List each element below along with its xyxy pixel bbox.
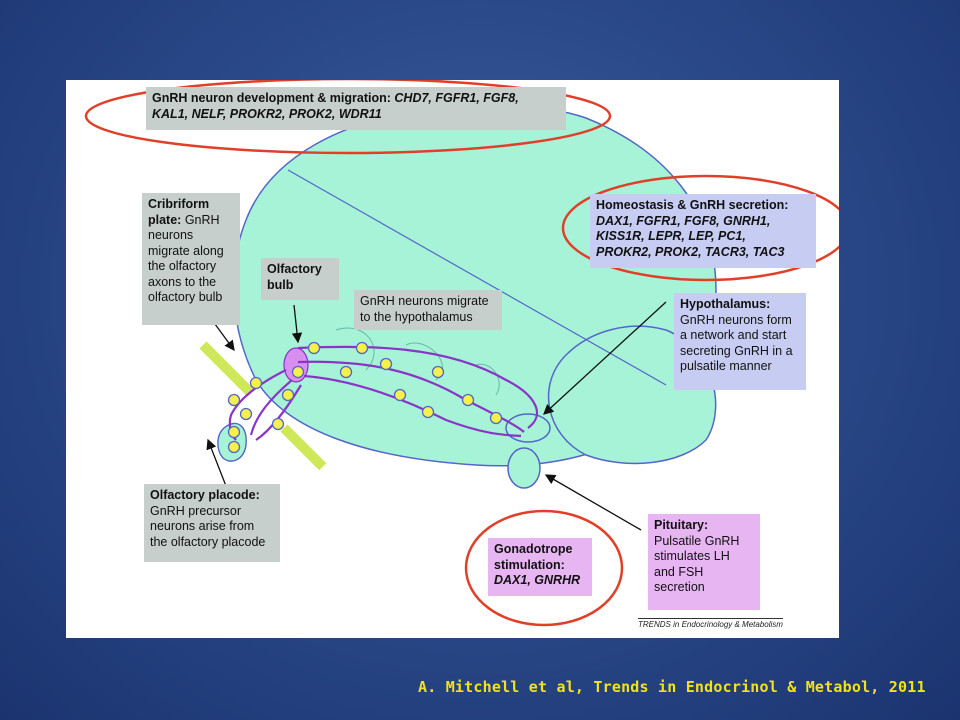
development-genes-line2: KAL1, NELF, PROKR2, PROK2, WDR11	[152, 106, 382, 121]
pituitary-text: Pulsatile GnRH stimulates LH and FSH sec…	[654, 533, 740, 595]
axon-paths	[228, 345, 539, 441]
cribriform-box: Cribriform plate: GnRH neurons migrate a…	[142, 193, 240, 325]
cribriform-bar-lower	[280, 424, 327, 471]
highlight-ring-development	[84, 80, 612, 155]
homeostasis-box: Homeostasis & GnRH secretion: DAX1, FGFR…	[590, 194, 816, 268]
olfactory-placode-box: Olfactory placode: GnRH precursor neuron…	[144, 484, 280, 562]
homeostasis-genes-line2: KISS1R, LEPR, LEP, PC1,	[596, 229, 746, 243]
source-label: TRENDS in Endocrinology & Metabolism	[638, 618, 783, 629]
pituitary-box: Pituitary: Pulsatile GnRH stimulates LH …	[648, 514, 760, 610]
citation-caption: A. Mitchell et al, Trends in Endocrinol …	[418, 678, 926, 696]
figure-panel: GnRH neuron development & migration: CHD…	[66, 80, 839, 638]
hypothalamus-box: Hypothalamus: GnRH neurons form a networ…	[674, 293, 806, 390]
gonadotrope-genes: DAX1, GNRHR	[494, 573, 581, 587]
brain-divider-line	[287, 169, 667, 386]
olfactory-bulb-heading: Olfactory bulb	[267, 262, 322, 292]
pointer-arrows	[206, 301, 667, 531]
cribriform-bar-upper	[199, 341, 255, 397]
gonadotrope-heading: Gonadotrope stimulation:	[494, 542, 573, 572]
homeostasis-heading: Homeostasis & GnRH secretion:	[596, 198, 789, 212]
hypothalamus-heading: Hypothalamus:	[680, 297, 771, 311]
highlight-ring-homeostasis	[561, 174, 839, 282]
olfactory-bulb-box: Olfactory bulb	[261, 258, 339, 300]
development-genes-line1: CHD7, FGFR1, FGF8,	[394, 91, 519, 105]
pituitary-heading: Pituitary:	[654, 518, 709, 532]
homeostasis-genes-line3: PROKR2, PROK2, TACR3, TAC3	[596, 244, 785, 259]
development-heading: GnRH neuron development & migration:	[152, 91, 391, 105]
pituitary-gland	[507, 447, 541, 489]
highlight-ring-gonadotrope	[464, 509, 624, 627]
hypothalamus-text: GnRH neurons form a network and start se…	[680, 312, 793, 374]
cribriform-text: GnRH neurons migrate along the olfactory…	[148, 212, 224, 305]
migrate-text: GnRH neurons migrate to the hypothalamus	[360, 294, 489, 324]
gonadotrope-box: Gonadotrope stimulation: DAX1, GNRHR	[488, 538, 592, 596]
olfactory-placode-text: GnRH precursor neurons arise from the ol…	[150, 503, 266, 549]
neuron-dots	[227, 341, 503, 454]
migrate-box: GnRH neurons migrate to the hypothalamus	[354, 290, 502, 330]
homeostasis-genes-line1: DAX1, FGFR1, FGF8, GNRH1,	[596, 213, 771, 228]
olfactory-placode-heading: Olfactory placode:	[150, 488, 260, 502]
cribriform-heading: Cribriform plate:	[148, 197, 210, 227]
development-box: GnRH neuron development & migration: CHD…	[146, 87, 566, 130]
